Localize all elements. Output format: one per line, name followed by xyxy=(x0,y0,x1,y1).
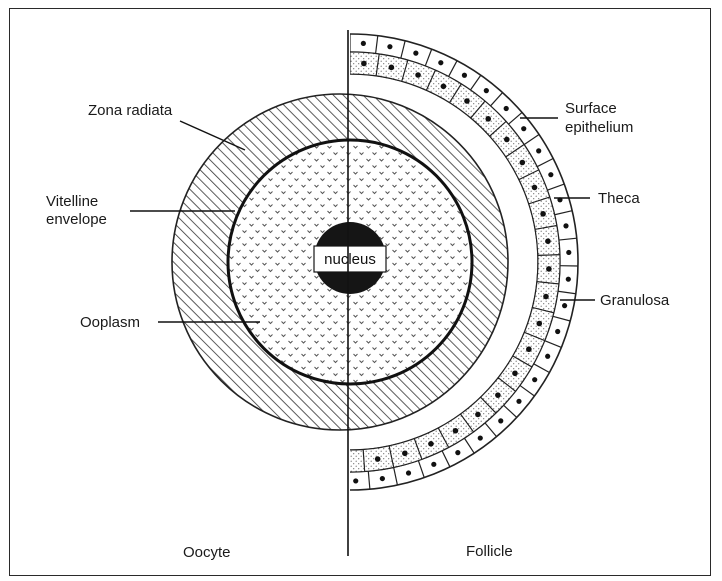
cell-nucleus xyxy=(495,392,501,398)
cell-nucleus xyxy=(406,470,411,475)
cell-nucleus xyxy=(504,106,509,111)
cell-nucleus xyxy=(520,160,526,166)
cell-nucleus xyxy=(545,354,550,359)
cell-nucleus xyxy=(563,223,568,228)
cell-nucleus xyxy=(441,83,447,89)
label-surface-2: epithelium xyxy=(565,119,633,136)
cell-nucleus xyxy=(536,321,542,327)
cell-nucleus xyxy=(516,399,521,404)
nucleus: nucleus xyxy=(314,222,386,294)
label-zona-radiata: Zona radiata xyxy=(88,102,173,119)
cell-nucleus xyxy=(546,266,552,272)
cell-nucleus xyxy=(545,238,551,244)
cell-nucleus xyxy=(532,185,538,191)
cell-nucleus xyxy=(555,329,560,334)
cell-nucleus xyxy=(566,250,571,255)
label-oocyte: Oocyte xyxy=(183,544,231,561)
cell-nucleus xyxy=(415,72,421,78)
cell-nucleus xyxy=(455,450,460,455)
nucleus-label: nucleus xyxy=(324,251,376,268)
cell-nucleus xyxy=(387,44,392,49)
label-vitelline-2: envelope xyxy=(46,211,107,228)
cell-nucleus xyxy=(353,478,358,483)
cell-nucleus xyxy=(536,148,541,153)
cell-nucleus xyxy=(413,51,418,56)
cell-nucleus xyxy=(438,60,443,65)
cell-nucleus xyxy=(485,116,491,122)
label-follicle: Follicle xyxy=(466,543,513,560)
cell-nucleus xyxy=(512,370,518,376)
cell-nucleus xyxy=(532,377,537,382)
label-granulosa: Granulosa xyxy=(600,292,670,309)
cell-nucleus xyxy=(475,412,481,418)
cell-nucleus xyxy=(431,462,436,467)
cell-nucleus xyxy=(375,456,381,462)
label-ooplasm: Ooplasm xyxy=(80,314,140,331)
label-theca: Theca xyxy=(598,190,640,207)
cell-nucleus xyxy=(478,435,483,440)
cell-nucleus xyxy=(566,277,571,282)
cell-nucleus xyxy=(453,428,459,434)
cell-nucleus xyxy=(504,137,510,143)
cell-nucleus xyxy=(498,418,503,423)
cell-nucleus xyxy=(464,98,470,104)
cell-nucleus xyxy=(389,65,395,71)
cell-nucleus xyxy=(543,294,549,300)
cell-nucleus xyxy=(462,73,467,78)
cell-nucleus xyxy=(402,450,408,456)
granulosa-cell xyxy=(335,450,364,472)
label-vitelline-1: Vitelline xyxy=(46,193,98,210)
cell-nucleus xyxy=(562,303,567,308)
label-surface-1: Surface xyxy=(565,100,617,117)
cell-nucleus xyxy=(428,441,434,447)
cell-nucleus xyxy=(361,41,366,46)
cell-nucleus xyxy=(540,211,546,217)
cell-nucleus xyxy=(380,476,385,481)
cell-nucleus xyxy=(521,126,526,131)
cell-nucleus xyxy=(526,346,532,352)
cell-nucleus xyxy=(361,61,367,67)
cell-nucleus xyxy=(484,88,489,93)
cell-nucleus xyxy=(548,172,553,177)
